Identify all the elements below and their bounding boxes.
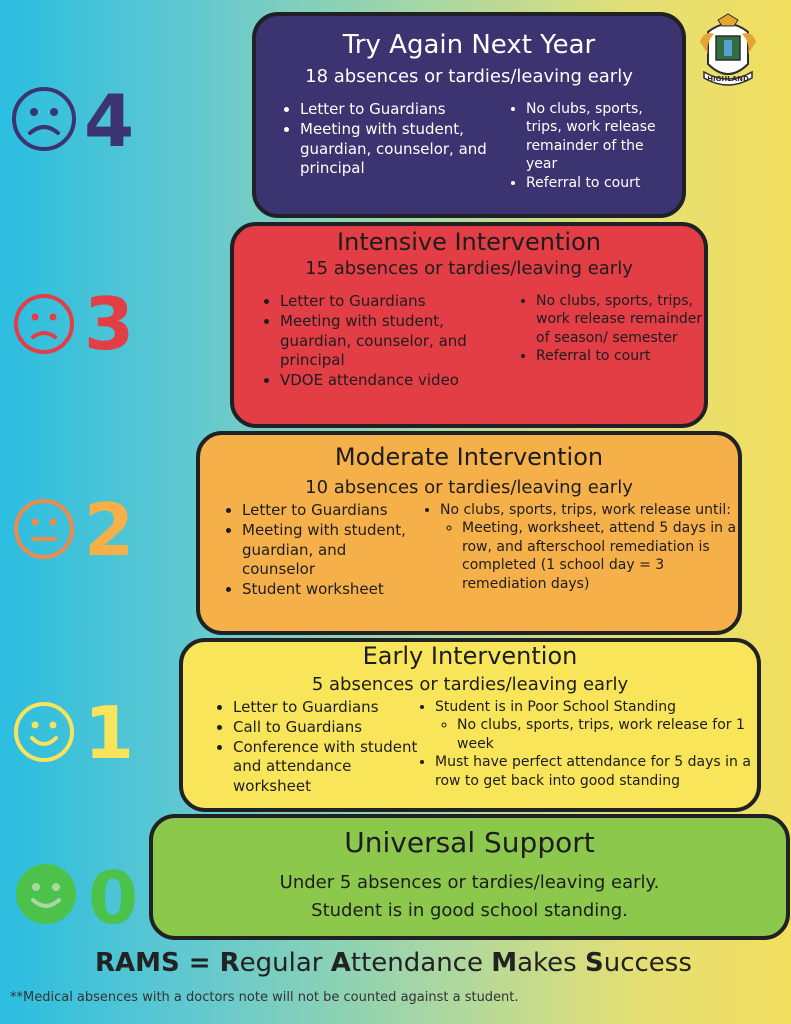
level-3-digit: 3 [84, 282, 135, 366]
list-item: No clubs, sports, trips, work release re… [526, 100, 676, 174]
tier-left-list: Letter to Guardians Meeting with student… [260, 292, 510, 391]
tier-early-intervention: Early Intervention 5 absences or tardies… [179, 638, 761, 812]
slogan-text: AMS = [115, 948, 220, 978]
sub-list: No clubs, sports, trips, work release fo… [435, 716, 765, 753]
smile-face-icon [14, 702, 74, 762]
sub-list: Meeting, worksheet, attend 5 days in a r… [440, 519, 740, 593]
list-item: Call to Guardians [233, 718, 423, 738]
sub-list-item: Meeting, worksheet, attend 5 days in a r… [462, 519, 740, 593]
tier-subtitle: 10 absences or tardies/leaving early [305, 477, 633, 498]
level-4-digit: 4 [84, 79, 135, 163]
list-item: Conference with student and attendance w… [233, 738, 423, 797]
slogan-letter: S [584, 948, 604, 978]
tier-title: Universal Support [344, 826, 595, 859]
slogan-letter: M [491, 948, 518, 978]
frown-face-icon [14, 294, 74, 354]
list-item: Letter to Guardians [242, 501, 412, 521]
tier-moderate-intervention: Moderate Intervention 10 absences or tar… [196, 431, 742, 635]
tier-right-list: No clubs, sports, trips, work release un… [420, 501, 740, 593]
slogan-letter: R [219, 948, 240, 978]
slogan-text: egular [239, 948, 331, 978]
tier-try-again-next-year: Try Again Next Year 18 absences or tardi… [252, 12, 686, 218]
list-item-text: No clubs, sports, trips, work release un… [440, 502, 731, 518]
slogan-text: uccess [603, 948, 692, 978]
tier-subtitle: 18 absences or tardies/leaving early [305, 66, 633, 87]
list-item: Referral to court [536, 347, 706, 365]
level-2-digit: 2 [84, 488, 135, 572]
neutral-face-icon [14, 499, 74, 559]
list-item: No clubs, sports, trips, work release re… [536, 292, 706, 347]
list-item: Referral to court [526, 174, 676, 192]
list-item: Letter to Guardians [233, 698, 423, 718]
tier-title: Early Intervention [362, 642, 578, 670]
tier-left-list: Letter to Guardians Call to Guardians Co… [213, 698, 423, 797]
sub-list-item: No clubs, sports, trips, work release fo… [457, 716, 765, 753]
list-item: Meeting with student, guardian, counselo… [280, 312, 510, 371]
tier-title: Moderate Intervention [334, 443, 604, 471]
crest-label: HIGHLAND [707, 75, 749, 83]
tier-line-2: Student is in good school standing. [311, 900, 628, 921]
slogan-text: akes [517, 948, 585, 978]
list-item: Must have perfect attendance for 5 days … [435, 753, 765, 790]
slogan-text: ttendance [350, 948, 492, 978]
list-item-text: Student is in Poor School Standing [435, 699, 676, 715]
level-1-digit: 1 [84, 691, 135, 775]
list-item: Letter to Guardians [300, 100, 500, 120]
tier-subtitle: 5 absences or tardies/leaving early [311, 674, 629, 695]
tier-right-list: No clubs, sports, trips, work release re… [516, 292, 706, 366]
list-item: No clubs, sports, trips, work release un… [440, 501, 740, 593]
list-item: Meeting with student, guardian, and coun… [242, 521, 412, 580]
tier-line-1: Under 5 absences or tardies/leaving earl… [279, 872, 660, 893]
list-item: Student worksheet [242, 580, 412, 600]
tier-title: Intensive Intervention [337, 228, 601, 256]
tier-intensive-intervention: Intensive Intervention 15 absences or ta… [230, 222, 708, 428]
level-0-digit: 0 [88, 856, 139, 940]
list-item: VDOE attendance video [280, 371, 510, 391]
tier-subtitle: 15 absences or tardies/leaving early [305, 258, 633, 279]
slogan-letter: R [95, 948, 116, 978]
list-item: Meeting with student, guardian, counselo… [300, 120, 500, 179]
tier-left-list: Letter to Guardians Meeting with student… [222, 501, 412, 600]
list-item: Letter to Guardians [280, 292, 510, 312]
tier-left-list: Letter to Guardians Meeting with student… [280, 100, 500, 179]
happy-face-icon [16, 864, 76, 924]
tier-right-list: No clubs, sports, trips, work release re… [506, 100, 676, 192]
footnote: **Medical absences with a doctors note w… [10, 990, 519, 1005]
tier-universal-support: Universal Support Under 5 absences or ta… [149, 814, 790, 940]
tier-title: Try Again Next Year [342, 30, 596, 60]
slogan-letter: A [330, 948, 351, 978]
sad-face-icon [12, 87, 76, 151]
list-item: Student is in Poor School Standing No cl… [435, 698, 765, 753]
tier-right-list: Student is in Poor School Standing No cl… [415, 698, 765, 790]
school-crest-icon: HIGHLAND [700, 13, 756, 86]
rams-slogan: RAMS = Regular Attendance Makes Success [95, 948, 692, 978]
